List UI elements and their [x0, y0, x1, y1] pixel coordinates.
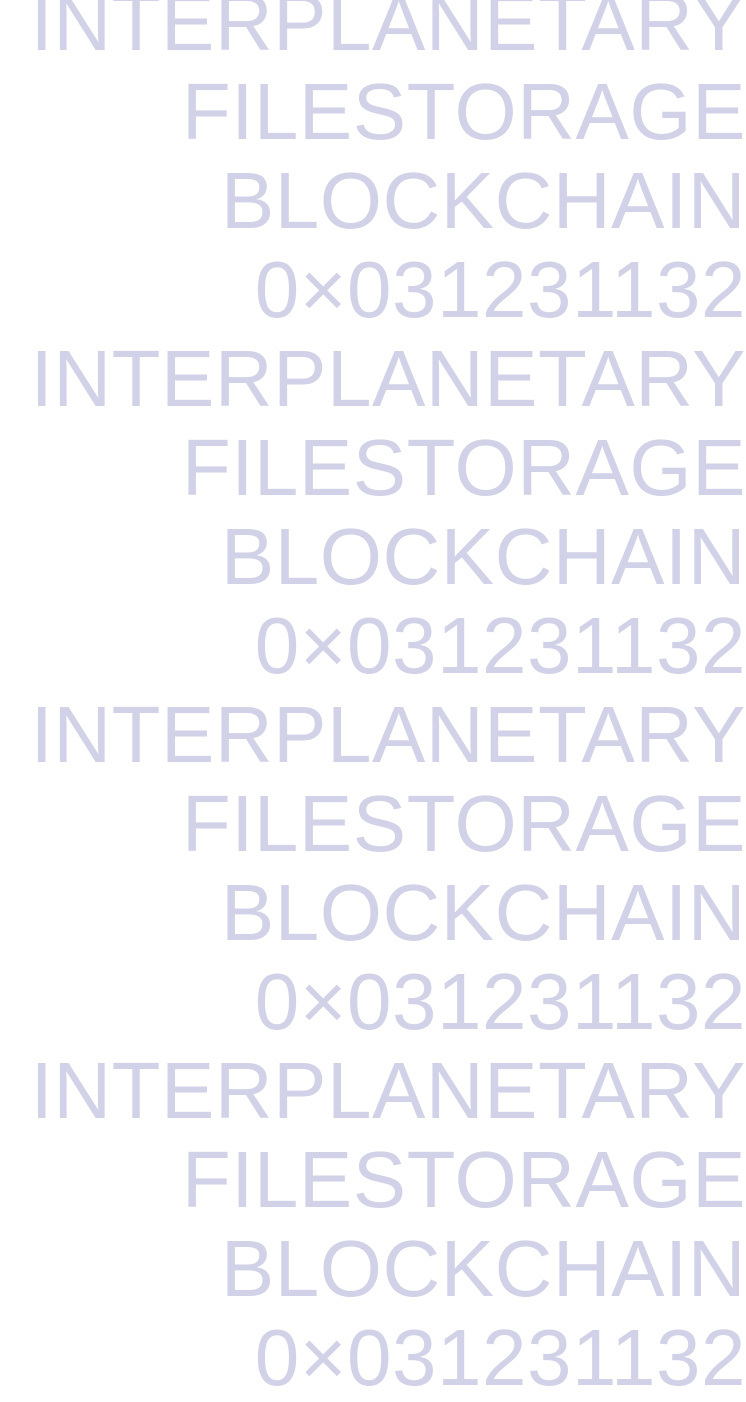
- line-blockchain: BLOCKCHAIN: [220, 868, 746, 957]
- text-group-1: INTERPLANETARY FILESTORAGE BLOCKCHAIN 0×…: [0, 0, 746, 334]
- text-group-4: INTERPLANETARY FILESTORAGE BLOCKCHAIN 0×…: [0, 1046, 746, 1402]
- line-hex-code: 0×031231132: [254, 601, 746, 690]
- line-hex-code: 0×031231132: [254, 1313, 746, 1402]
- line-interplanetary: INTERPLANETARY: [30, 690, 746, 779]
- line-interplanetary: INTERPLANETARY: [30, 334, 746, 423]
- line-filestorage: FILESTORAGE: [181, 1135, 746, 1224]
- line-filestorage: FILESTORAGE: [181, 67, 746, 156]
- text-group-2: INTERPLANETARY FILESTORAGE BLOCKCHAIN 0×…: [0, 334, 746, 690]
- line-interplanetary: INTERPLANETARY: [30, 1046, 746, 1135]
- line-filestorage: FILESTORAGE: [181, 779, 746, 868]
- line-hex-code: 0×031231132: [254, 245, 746, 334]
- line-filestorage: FILESTORAGE: [181, 423, 746, 512]
- line-blockchain: BLOCKCHAIN: [220, 1224, 746, 1313]
- line-blockchain: BLOCKCHAIN: [220, 512, 746, 601]
- text-group-3: INTERPLANETARY FILESTORAGE BLOCKCHAIN 0×…: [0, 690, 746, 1046]
- line-interplanetary: INTERPLANETARY: [30, 0, 746, 67]
- line-hex-code: 0×031231132: [254, 957, 746, 1046]
- line-blockchain: BLOCKCHAIN: [220, 156, 746, 245]
